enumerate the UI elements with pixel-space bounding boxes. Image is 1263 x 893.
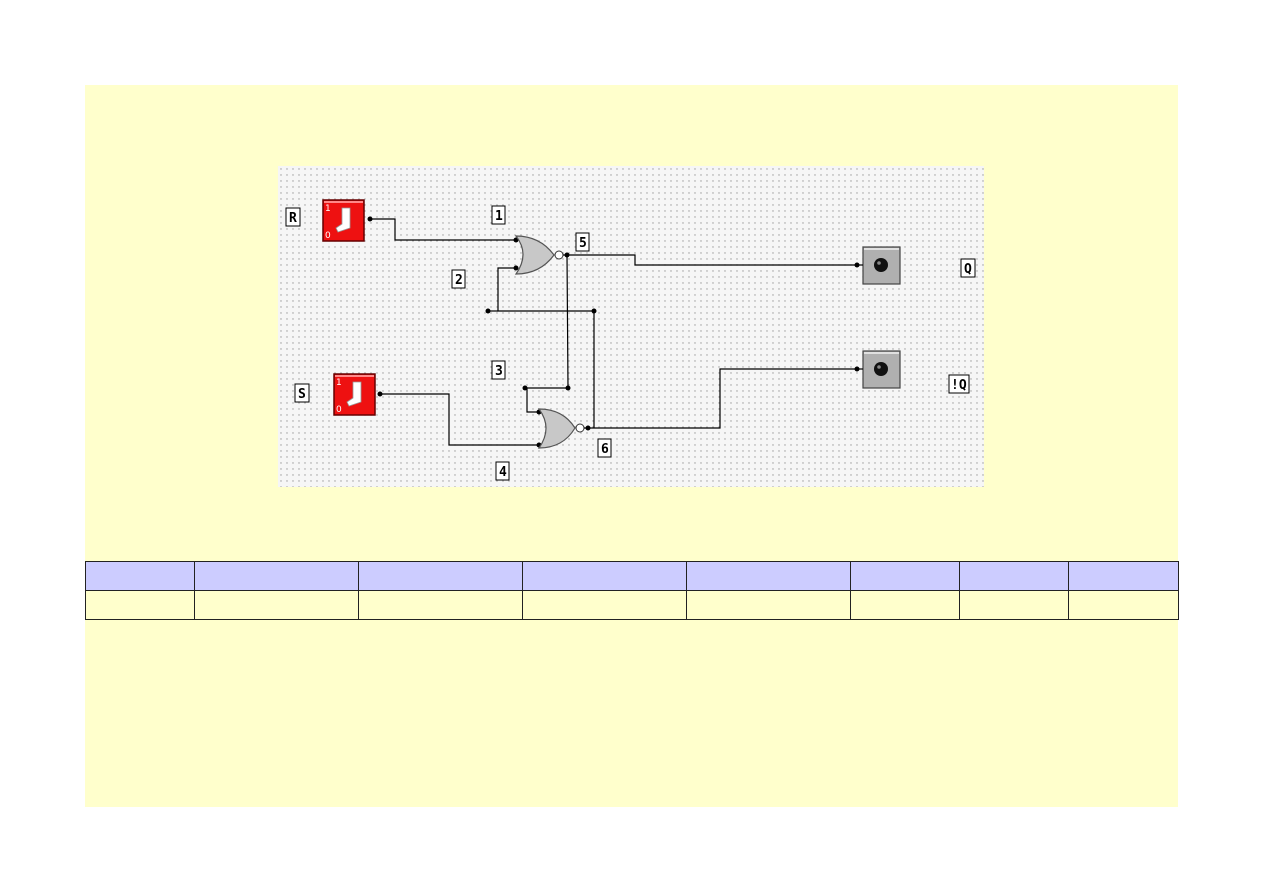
- wire-s-to-nor2: [380, 393, 539, 446]
- wire-nor1-to-q: [567, 254, 857, 266]
- label-nq: !Q: [948, 374, 970, 394]
- svg-text:Q: Q: [964, 262, 972, 277]
- sr-latch-circuit: 1 0 1 0 R S Q !Q: [278, 166, 984, 487]
- header-cell: [686, 561, 851, 591]
- switch-s[interactable]: 1 0: [333, 373, 376, 416]
- header-cell: [358, 561, 523, 591]
- svg-text:1: 1: [495, 209, 503, 224]
- svg-text:3: 3: [495, 364, 503, 379]
- label-q: Q: [960, 258, 976, 278]
- circuit-canvas: [278, 166, 984, 487]
- lamp-nq-bulb-icon: [874, 362, 888, 376]
- header-cell: [194, 561, 359, 591]
- node-label-4: 4: [495, 461, 510, 481]
- label-s: S: [294, 383, 310, 403]
- header-cell: [850, 561, 960, 591]
- wire-r-to-nor1: [370, 218, 516, 241]
- switch-s-top-label: 1: [336, 378, 342, 388]
- header-cell: [1068, 561, 1179, 591]
- svg-text:R: R: [289, 211, 297, 226]
- node-label-5: 5: [575, 232, 590, 252]
- svg-text:5: 5: [579, 236, 587, 251]
- svg-text:6: 6: [601, 442, 609, 457]
- node-label-3: 3: [491, 360, 506, 380]
- nor-gate-top: [514, 235, 567, 275]
- switch-r-top-label: 1: [325, 204, 331, 214]
- header-cell: [85, 561, 195, 591]
- svg-text:4: 4: [499, 465, 507, 480]
- switch-r[interactable]: 1 0: [322, 199, 365, 242]
- table-cell[interactable]: [194, 590, 359, 620]
- svg-text:S: S: [298, 387, 306, 402]
- lamp-q: [857, 246, 901, 285]
- header-cell: [522, 561, 687, 591]
- node-label-6: 6: [597, 438, 612, 458]
- label-r: R: [285, 207, 301, 227]
- lamp-q-bulb-icon: [874, 258, 888, 272]
- table-cell[interactable]: [686, 590, 851, 620]
- truth-table: [85, 561, 1179, 620]
- nor-gate-bottom: [537, 408, 588, 449]
- junction-dots: [367, 216, 860, 448]
- table-cell[interactable]: [522, 590, 687, 620]
- switch-s-lever-icon: [346, 381, 362, 407]
- svg-text:2: 2: [455, 273, 463, 288]
- lamp-nq: [857, 350, 901, 389]
- wire-nor2-to-nq: [588, 368, 857, 429]
- svg-text:!Q: !Q: [951, 378, 967, 393]
- switch-r-lever-icon: [335, 207, 351, 233]
- switch-r-bottom-label: 0: [325, 231, 331, 241]
- truth-table-row: [85, 590, 1179, 620]
- table-cell[interactable]: [959, 590, 1069, 620]
- truth-table-header-row: [85, 561, 1179, 591]
- table-cell[interactable]: [1068, 590, 1179, 620]
- table-cell[interactable]: [358, 590, 523, 620]
- switch-s-bottom-label: 0: [336, 405, 342, 415]
- node-label-2: 2: [451, 269, 466, 289]
- node-label-1: 1: [491, 205, 506, 225]
- header-cell: [959, 561, 1069, 591]
- table-cell[interactable]: [85, 590, 195, 620]
- table-cell[interactable]: [850, 590, 960, 620]
